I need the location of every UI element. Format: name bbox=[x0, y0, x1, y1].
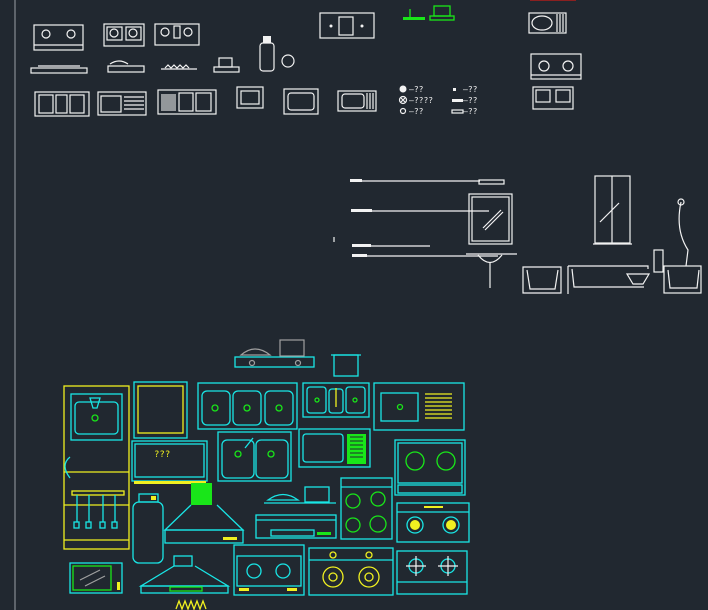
legend-label: —?? bbox=[463, 96, 478, 105]
sink-cabinet-yellow[interactable] bbox=[63, 385, 130, 550]
legend-item: —?? bbox=[399, 85, 424, 94]
stock-pot[interactable] bbox=[331, 354, 361, 377]
legend-label: —???? bbox=[409, 96, 433, 105]
legend-item: —?? bbox=[399, 107, 424, 116]
legend-item: —?? bbox=[453, 85, 478, 94]
yellow-ring-stove[interactable] bbox=[308, 547, 394, 596]
elevation-leaders bbox=[333, 179, 505, 257]
legend-item: —???? bbox=[398, 95, 433, 105]
range-hood-1[interactable] bbox=[163, 483, 245, 544]
counter-label: ??? bbox=[154, 450, 170, 460]
microwave[interactable] bbox=[69, 562, 123, 594]
square-sink-yellow[interactable] bbox=[133, 381, 188, 439]
bathtub-elevations[interactable] bbox=[522, 198, 702, 294]
washbasin-elevation[interactable] bbox=[466, 253, 517, 288]
sink-right-top[interactable] bbox=[528, 12, 567, 34]
gas-stove-5[interactable] bbox=[532, 86, 574, 110]
legend-item: —?? bbox=[452, 96, 478, 105]
gas-stove-3[interactable] bbox=[154, 23, 200, 46]
triple-sink-top[interactable] bbox=[319, 12, 375, 39]
legend-label: —?? bbox=[463, 107, 478, 116]
gas-stove-1[interactable] bbox=[33, 24, 84, 51]
small-triple-sink[interactable] bbox=[302, 382, 370, 418]
sink-with-drainer-yellow[interactable] bbox=[373, 382, 465, 431]
gas-stove-4[interactable] bbox=[530, 53, 582, 80]
green-burner-stove[interactable] bbox=[394, 439, 466, 496]
gas-cylinder-cyan[interactable] bbox=[132, 493, 164, 564]
cooktop-with-pots[interactable] bbox=[255, 486, 337, 539]
electric-cooktop[interactable] bbox=[233, 544, 305, 596]
cooktop-with-pots-gray[interactable] bbox=[234, 339, 315, 368]
legend-label: —?? bbox=[409, 85, 424, 94]
gas-stove-2[interactable] bbox=[103, 23, 145, 47]
sinks-row[interactable] bbox=[34, 86, 377, 117]
cabinet-elevation[interactable] bbox=[593, 175, 632, 245]
counter-unit[interactable]: ??? bbox=[131, 440, 208, 484]
four-burner-stove[interactable] bbox=[340, 477, 393, 540]
double-sink-cyan[interactable] bbox=[217, 431, 292, 482]
gas-cylinder[interactable] bbox=[259, 36, 295, 72]
sink-with-drainer-green[interactable] bbox=[298, 428, 371, 468]
yellow-burner-stove[interactable] bbox=[396, 502, 470, 543]
range-hood-2[interactable] bbox=[138, 555, 231, 610]
white-cross-burner-stove[interactable] bbox=[396, 550, 468, 595]
legend-item: —?? bbox=[451, 107, 478, 116]
green-faucet-pot[interactable] bbox=[403, 5, 455, 21]
triple-sink-cyan[interactable] bbox=[197, 382, 298, 430]
legend-label: —?? bbox=[463, 85, 478, 94]
mirror-elevation[interactable] bbox=[468, 193, 513, 245]
stove-side-views[interactable] bbox=[30, 57, 240, 74]
legend: —?? —???? —?? —?? —?? —?? bbox=[398, 85, 478, 116]
legend-label: —?? bbox=[409, 107, 424, 116]
